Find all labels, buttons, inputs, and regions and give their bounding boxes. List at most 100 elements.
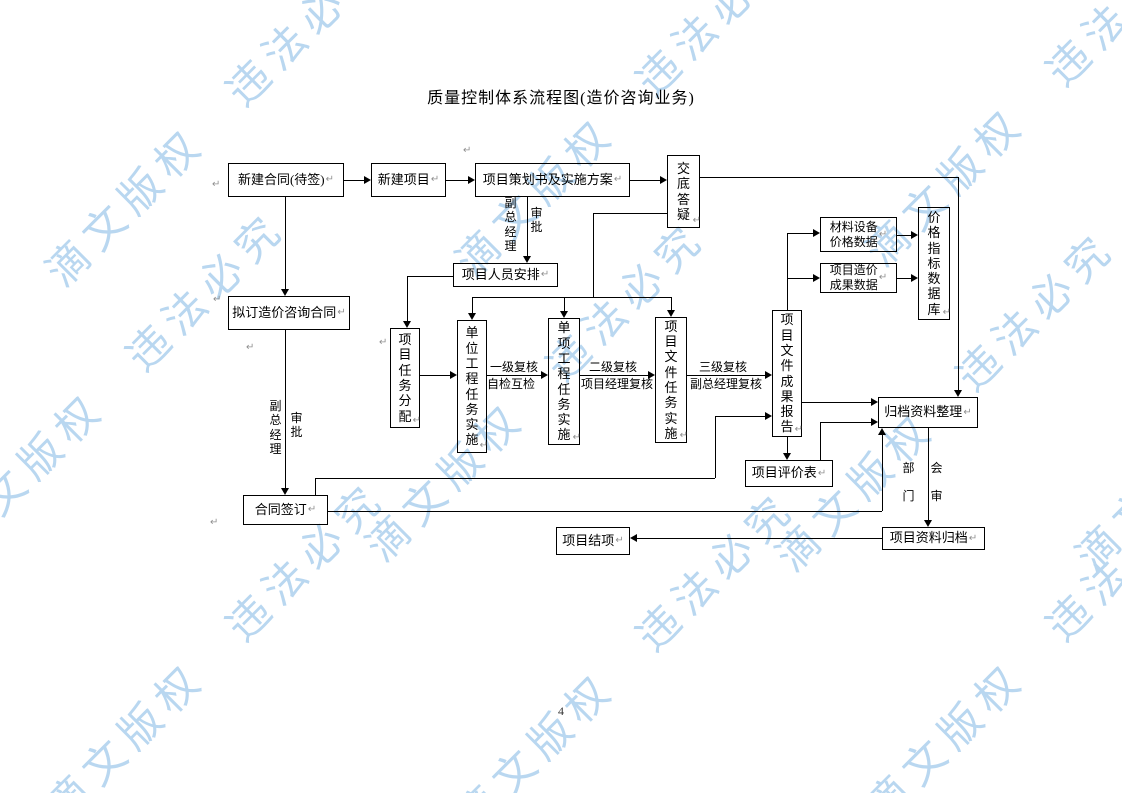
arrow-down-icon (281, 289, 289, 296)
connector (593, 213, 667, 214)
node-label: 项目策划书及实施方案 (482, 171, 613, 187)
watermark: 滴文版权 违法必究 (447, 0, 805, 286)
arrow-right-icon (813, 229, 820, 237)
arrow-down-icon (954, 390, 962, 397)
paragraph-mark: ↵ (613, 174, 623, 185)
edge-label-review3-detail: 副总经理复核 (690, 377, 763, 391)
node-label: 单项工程任务实施 (557, 320, 571, 443)
connector (928, 428, 929, 520)
paragraph-mark: ↵ (430, 174, 440, 185)
connector (820, 422, 821, 460)
connector (593, 213, 594, 298)
paragraph-mark: ↵ (963, 406, 972, 418)
paragraph-mark: ↵ (325, 174, 335, 185)
node-label: 项目任务分配 (398, 332, 412, 424)
edge-label-dept-review: 会审 (930, 461, 943, 503)
arrow-up-icon (878, 428, 886, 435)
arrow-left-icon (630, 534, 637, 542)
connector (446, 180, 470, 181)
paragraph-mark: ↵ (615, 535, 624, 546)
page-number: 4 (558, 704, 564, 718)
paragraph-mark: ↵ (794, 424, 803, 435)
node-label: 交底答疑 (677, 160, 691, 222)
node-label: 项目文件任务实施 (664, 318, 678, 441)
node-task-assignment: 项目任务分配↵ (390, 328, 421, 428)
node-briefing: 交底答疑↵ (667, 155, 701, 228)
connector (487, 375, 541, 376)
arrow-right-icon (911, 274, 918, 282)
node-label: 项目文件成果报告 (780, 312, 794, 435)
node-label: 拟订造价咨询合同 (232, 304, 337, 320)
node-label: 材料设备 价格数据 (829, 219, 878, 249)
node-data-archiving: 项目资料归档↵ (882, 527, 985, 550)
arrow-right-icon (648, 371, 655, 379)
node-draft-contract: 拟订造价咨询合同↵ (228, 296, 350, 330)
node-label: 项目评价表 (751, 465, 817, 481)
connector (715, 416, 765, 417)
connector (472, 297, 473, 313)
node-price-index-db: 价格指标数据库↵ (918, 207, 951, 320)
connector (897, 235, 911, 236)
connector (820, 422, 871, 423)
connector (687, 375, 765, 376)
connector (472, 297, 671, 298)
connector (407, 276, 408, 321)
paragraph-mark: ↵ (572, 432, 581, 443)
node-archive-sorting: 归档资料整理↵ (878, 397, 978, 428)
node-new-project: 新建项目↵ (371, 163, 446, 197)
connector (958, 177, 959, 390)
node-unit-task: 单位工程任务实施↵ (457, 320, 488, 453)
edge-label-approver: 副总经理 (269, 399, 282, 457)
connector (787, 437, 788, 453)
paragraph-mark: ↵ (307, 504, 317, 515)
arrow-right-icon (813, 274, 820, 282)
arrow-right-icon (871, 418, 878, 426)
paragraph-mark: ↵ (878, 272, 888, 283)
node-plan-doc: 项目策划书及实施方案↵ (475, 163, 630, 197)
arrow-right-icon (871, 398, 878, 406)
paragraph-mark: ↵ (942, 307, 951, 318)
connector (328, 511, 882, 512)
paragraph-mark: ↵ (210, 517, 219, 528)
arrow-down-icon (468, 313, 476, 320)
arrow-down-icon (281, 488, 289, 495)
arrow-down-icon (523, 256, 531, 263)
arrow-right-icon (541, 371, 548, 379)
connector (315, 478, 316, 495)
node-single-task: 单项工程任务实施↵ (548, 318, 581, 445)
connector (420, 375, 450, 376)
paragraph-mark: ↵ (692, 215, 701, 226)
node-doc-task: 项目文件任务实施↵ (655, 317, 688, 443)
connector (527, 197, 528, 256)
arrow-down-icon (560, 311, 568, 318)
watermark: 滴文版权 违法必究 (857, 472, 1122, 793)
node-label: 项目人员安排 (461, 266, 540, 282)
edge-label-review2: 二级复核 (589, 360, 638, 374)
edge-label-review1: 一级复核 (490, 360, 539, 374)
arrow-right-icon (911, 231, 918, 239)
arrow-right-icon (468, 176, 475, 184)
node-label: 合同签订 (254, 501, 307, 517)
paragraph-mark: ↵ (679, 430, 688, 441)
connector (407, 276, 453, 277)
node-label: 项目资料归档 (889, 530, 968, 546)
connector (700, 177, 958, 178)
node-result-report: 项目文件成果报告↵ (772, 310, 803, 437)
node-material-price-data: 材料设备 价格数据↵ (820, 217, 897, 252)
node-label: 新建项目 (377, 171, 430, 187)
connector (285, 197, 286, 289)
paragraph-mark: ↵ (246, 342, 255, 353)
connector (802, 402, 871, 403)
page-title: 质量控制体系流程图(造价咨询业务) (427, 90, 695, 107)
arrow-down-icon (924, 520, 932, 527)
connector (580, 375, 648, 376)
watermark: 滴文版权 违法必究 (37, 472, 395, 793)
paragraph-mark: ↵ (337, 307, 346, 318)
edge-label-review2-detail: 项目经理复核 (581, 377, 654, 391)
node-label: 新建合同(待签) (237, 171, 325, 187)
node-new-contract: 新建合同(待签)↵ (228, 163, 344, 197)
paragraph-mark: ↵ (379, 337, 388, 348)
watermark: 滴文版权 违法必究 (447, 482, 805, 793)
arrow-down-icon (783, 453, 791, 460)
